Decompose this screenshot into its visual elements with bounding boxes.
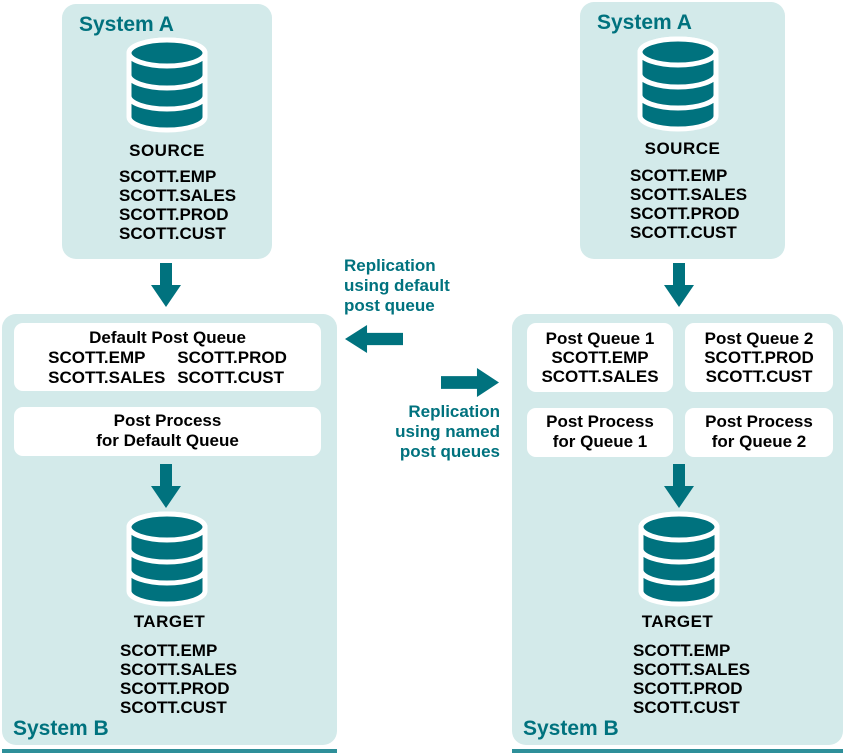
bottom-rule bbox=[512, 749, 843, 753]
table-name: SCOTT.SALES bbox=[630, 185, 748, 204]
post-process-queue-2-box: Post Process for Queue 2 bbox=[685, 408, 833, 457]
post-queue-1-box: Post Queue 1 SCOTT.EMP SCOTT.SALES bbox=[527, 323, 673, 392]
label-line: post queue bbox=[344, 296, 435, 315]
down-arrow-icon bbox=[151, 263, 181, 307]
table-list: SCOTT.EMP SCOTT.SALES SCOTT.PROD SCOTT.C… bbox=[120, 641, 237, 717]
queue-title: Post Queue 1 bbox=[545, 329, 655, 348]
queue-column: SCOTT.PROD SCOTT.CUST bbox=[177, 348, 287, 388]
queue-title: Default Post Queue bbox=[89, 328, 246, 347]
process-line: Post Process bbox=[546, 412, 654, 431]
table-name: SCOTT.CUST bbox=[119, 224, 226, 243]
table-name: SCOTT.SALES bbox=[48, 368, 166, 387]
table-name: SCOTT.CUST bbox=[177, 368, 285, 387]
right-arrow-icon bbox=[441, 368, 499, 397]
down-arrow-icon bbox=[151, 464, 181, 508]
label-line: using default bbox=[344, 276, 450, 295]
database-icon bbox=[638, 511, 720, 607]
system-b-panel-left: Default Post Queue SCOTT.EMP SCOTT.SALES… bbox=[2, 314, 337, 745]
table-name: SCOTT.CUST bbox=[120, 698, 227, 717]
source-label: SOURCE bbox=[644, 139, 721, 158]
left-arrow-icon bbox=[345, 325, 403, 353]
system-b-panel-right: Post Queue 1 SCOTT.EMP SCOTT.SALES Post … bbox=[512, 314, 843, 745]
queue-column: SCOTT.EMP SCOTT.SALES bbox=[48, 348, 165, 388]
table-name: SCOTT.SALES bbox=[633, 660, 751, 679]
database-icon bbox=[637, 36, 719, 132]
system-a-title: System A bbox=[597, 11, 692, 34]
table-name: SCOTT.PROD bbox=[704, 348, 814, 367]
table-list: SCOTT.EMP SCOTT.SALES SCOTT.PROD SCOTT.C… bbox=[630, 166, 747, 242]
database-icon bbox=[126, 511, 208, 607]
process-line: Post Process bbox=[113, 411, 222, 430]
table-name: SCOTT.PROD bbox=[633, 679, 743, 698]
table-name: SCOTT.EMP bbox=[48, 348, 146, 367]
table-name: SCOTT.SALES bbox=[120, 660, 238, 679]
label-line: Replication bbox=[408, 402, 500, 421]
table-name: SCOTT.SALES bbox=[541, 367, 659, 386]
table-name: SCOTT.EMP bbox=[119, 167, 217, 186]
source-label: SOURCE bbox=[129, 141, 205, 160]
post-queue-2-box: Post Queue 2 SCOTT.PROD SCOTT.CUST bbox=[685, 323, 833, 392]
table-name: SCOTT.PROD bbox=[630, 204, 740, 223]
queue-table-columns: SCOTT.EMP SCOTT.SALES SCOTT.PROD SCOTT.C… bbox=[14, 348, 321, 388]
label-line: Replication bbox=[344, 256, 436, 275]
target-label: TARGET bbox=[133, 612, 206, 631]
system-a-title: System A bbox=[79, 13, 174, 36]
table-name: SCOTT.PROD bbox=[119, 205, 229, 224]
table-name: SCOTT.EMP bbox=[120, 641, 218, 660]
label-line: post queues bbox=[399, 442, 500, 461]
default-post-queue-box: Default Post Queue SCOTT.EMP SCOTT.SALES… bbox=[14, 323, 321, 391]
label-line: using named bbox=[395, 422, 500, 441]
table-name: SCOTT.SALES bbox=[119, 186, 237, 205]
post-process-box: Post Process for Default Queue bbox=[14, 407, 321, 456]
post-process-queue-1-box: Post Process for Queue 1 bbox=[527, 408, 673, 457]
process-line: Post Process bbox=[705, 412, 813, 431]
queue-title: Post Queue 2 bbox=[704, 329, 814, 348]
system-a-panel-left: System A SOURCE SCOTT.EMP SCOTT.SALES SC… bbox=[62, 4, 272, 259]
system-b-title: System B bbox=[523, 717, 619, 740]
target-label: TARGET bbox=[641, 612, 714, 631]
down-arrow-icon bbox=[664, 464, 694, 508]
process-line: for Default Queue bbox=[96, 431, 239, 450]
table-list: SCOTT.EMP SCOTT.SALES SCOTT.PROD SCOTT.C… bbox=[633, 641, 750, 717]
process-line: for Queue 2 bbox=[711, 432, 807, 451]
table-name: SCOTT.EMP bbox=[633, 641, 731, 660]
table-name: SCOTT.PROD bbox=[120, 679, 230, 698]
bottom-rule bbox=[2, 749, 337, 753]
table-list: SCOTT.EMP SCOTT.SALES SCOTT.PROD SCOTT.C… bbox=[119, 167, 236, 243]
replication-default-label: Replication using default post queue bbox=[344, 256, 514, 316]
replication-named-label: Replication using named post queues bbox=[330, 402, 500, 462]
database-icon bbox=[126, 37, 208, 133]
down-arrow-icon bbox=[664, 263, 694, 307]
table-name: SCOTT.EMP bbox=[551, 348, 649, 367]
table-name: SCOTT.CUST bbox=[705, 367, 813, 386]
system-a-panel-right: System A SOURCE SCOTT.EMP SCOTT.SALES SC… bbox=[580, 2, 785, 259]
table-name: SCOTT.EMP bbox=[630, 166, 728, 185]
table-name: SCOTT.CUST bbox=[633, 698, 740, 717]
table-name: SCOTT.PROD bbox=[177, 348, 287, 367]
process-line: for Queue 1 bbox=[552, 432, 648, 451]
table-name: SCOTT.CUST bbox=[630, 223, 737, 242]
system-b-title: System B bbox=[13, 717, 109, 740]
